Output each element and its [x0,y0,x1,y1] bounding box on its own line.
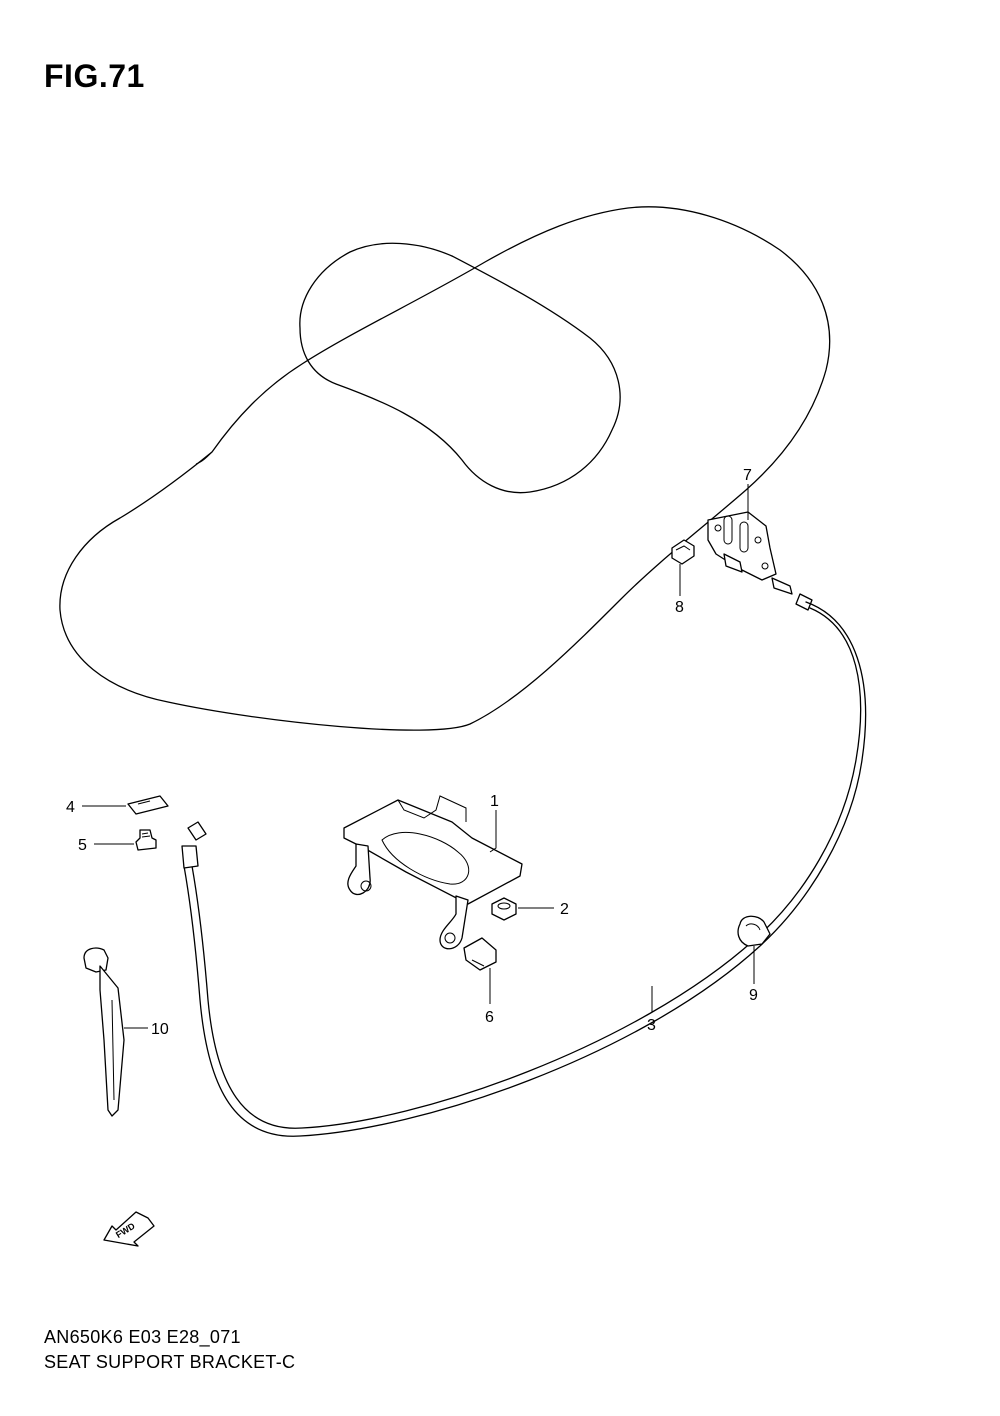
seat-support-bracket [343,795,523,950]
callout-7: 7 [743,467,752,484]
diagram-name: SEAT SUPPORT BRACKET-C [44,1352,296,1372]
callouts: 1 2 3 4 5 6 7 8 9 10 [66,467,758,1038]
callout-8: 8 [675,599,684,616]
bracket-bolt [463,937,497,971]
clamp [737,915,771,947]
seat [59,206,831,731]
lock-bolt [671,539,695,565]
diagram-code: AN650K6 E03 E28_071 [44,1327,241,1347]
seat-lock-cable [181,593,867,1137]
fwd-arrow-icon: FWD [103,1211,155,1247]
seat-outline [59,206,831,731]
callout-6: 6 [485,1009,494,1026]
seat-seam [195,451,213,465]
callout-2: 2 [560,901,569,918]
callout-5: 5 [78,837,87,854]
callout-9: 9 [749,987,758,1004]
leader-lines [82,484,755,1029]
callout-3: 3 [647,1017,656,1034]
callout-10: 10 [151,1021,169,1038]
seat-lock [707,511,793,595]
screw [135,829,157,851]
cable-tie [83,947,125,1117]
seat-backrest [299,242,621,494]
figure-title: FIG.71 [44,58,145,94]
callout-4: 4 [66,799,75,816]
callout-1: 1 [490,793,499,810]
nut [491,897,517,921]
clip [127,795,169,815]
